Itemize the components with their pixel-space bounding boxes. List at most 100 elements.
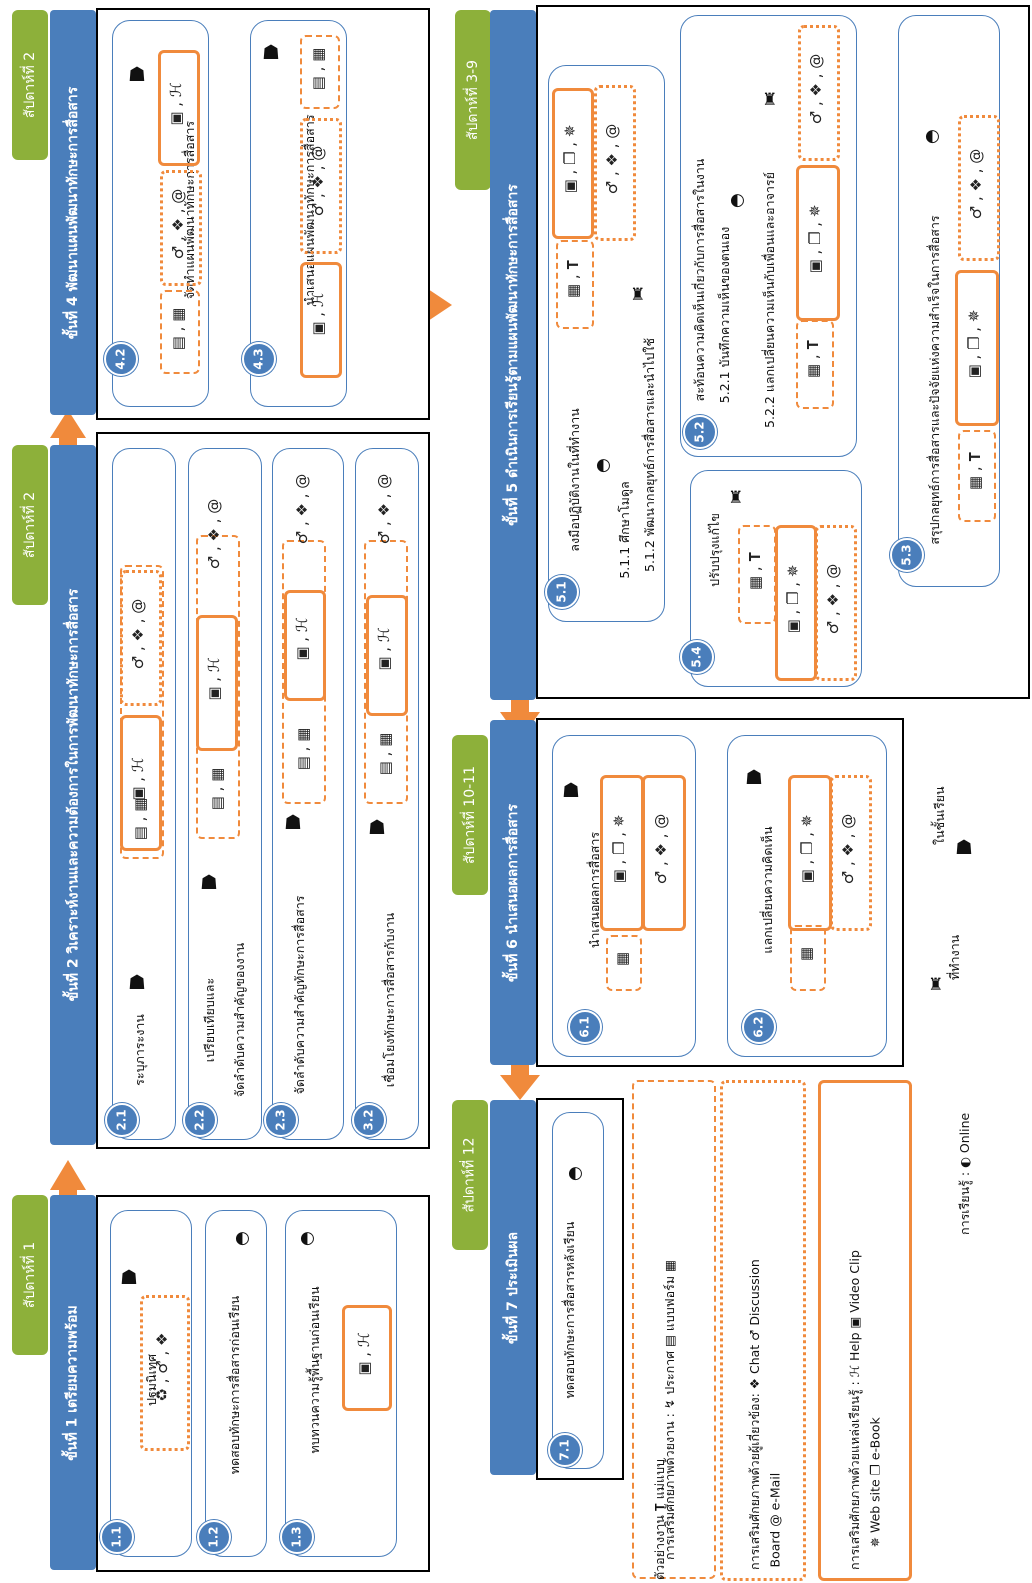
step-4-bar: ขั้นที่ 4 พัฒนาแผนพัฒนาทักษะการสื่อสาร: [50, 10, 96, 415]
badge-2-1: 2.1: [105, 1103, 139, 1137]
card-5-1: [548, 65, 665, 622]
legend-resource-text-b: ✵ Web site ❐ e-Book: [867, 1417, 883, 1548]
badge-1-1-text: 1.1: [109, 1526, 124, 1548]
card-1-3: [285, 1210, 397, 1557]
step-5-title: ขั้นที่ 5 ดำเนินการเรียนรู้ตามแผนพัฒนาทั…: [505, 184, 522, 526]
icons-4-2-docs: ▤ , ▦: [169, 307, 187, 351]
text-5-4: ปรับปรุงแก้ไข: [707, 513, 722, 587]
badge-1-3: 1.3: [280, 1520, 314, 1554]
icons-5-1-web: ▣ , ❐ , ✵: [561, 124, 579, 194]
badge-4-2: 4.2: [104, 342, 138, 376]
badge-5-2: 5.2: [683, 415, 717, 449]
icons-5-2-doc: ▦ , 𝐓: [804, 339, 822, 379]
icons-5-4-doc: ▦ , 𝐓: [746, 551, 764, 591]
badge-5-3-text: 5.3: [899, 544, 914, 566]
week-label-2b-text: สัปดาห์ที่ 2: [22, 51, 39, 119]
classroom-icon-6-2: ☗: [745, 765, 763, 789]
step-7-title: ขั้นที่ 7 ประเมินผล: [505, 1231, 521, 1344]
badge-1-1: 1.1: [100, 1520, 134, 1554]
text-5-1-1: 5.1.1 ศึกษาโมดูล: [617, 481, 632, 579]
arrow-step6-to-step7: [500, 1055, 540, 1100]
classroom-icon-4-3: ☗: [262, 40, 280, 64]
week-label-10-11: สัปดาห์ที่ 10-11: [452, 735, 488, 895]
online-icon-7-1: ◐: [568, 1163, 583, 1183]
week-label-3-9-text: สัปดาห์ที่ 3-9: [465, 59, 482, 141]
text-6-2: แลกเปลี่ยนความคิดเห็น: [760, 826, 775, 954]
icons-6-2-web: ▣ , ❐ , ✵: [798, 814, 816, 884]
legend-resource-box: [818, 1080, 912, 1581]
badge-2-2: 2.2: [183, 1103, 217, 1137]
card-4-3: [250, 20, 347, 407]
badge-3-2-text: 3.2: [361, 1109, 376, 1131]
text-5-1: ลงมือปฏิบัติงานในที่ทำงาน: [567, 408, 582, 552]
work-icon-5-4: ♜: [728, 488, 744, 508]
text-2-2b: จัดลำดับความสำคัญของงาน: [232, 942, 247, 1098]
icons-5-4-web: ▣ , ❐ , ✵: [784, 564, 802, 634]
week-label-1-text: สัปดาห์ที่ 1: [22, 1241, 39, 1309]
icons-2-3-video-box: [284, 590, 326, 701]
legend-people-text: การเสริมศักยภาพด้วยผู้เกี่ยวข้อง: ❖ Chat…: [747, 1259, 762, 1570]
icons-2-3-video: ▣ , ℋ: [293, 617, 311, 661]
icons-5-1-collab: ♂ , ❖ , @: [603, 123, 621, 195]
icons-6-1-collab-box: [642, 775, 686, 931]
text-2-1: ระบุภาระงาน: [132, 1014, 147, 1086]
week-label-2b: สัปดาห์ที่ 2: [12, 10, 48, 160]
card-1-1: [110, 1210, 192, 1557]
icons-6-2-doc: ▦: [797, 946, 815, 962]
legend-people-text-b: Board @ e-Mail: [767, 1472, 783, 1568]
icons-5-1-web-box: [552, 88, 594, 239]
online-icon-1-3: ◐: [300, 1228, 315, 1248]
text-5-2: สะท้อนความคิดเห็นเกี่ยวกับการสื่อสารในงา…: [692, 158, 707, 402]
icons-5-3-web-box: [955, 270, 999, 426]
card-6-2: [727, 735, 887, 1057]
badge-5-1: 5.1: [545, 575, 579, 609]
icons-4-3-docs-box: [300, 35, 340, 109]
icons-1-1-box: [140, 1295, 190, 1451]
badge-4-2-text: 4.2: [113, 348, 128, 370]
icons-4-2-video: ▣ , ℋ: [167, 82, 185, 126]
icons-5-4-collab: ♂ , ❖ , @: [824, 563, 842, 635]
badge-7-1-text: 7.1: [557, 1439, 572, 1461]
classroom-icon-2-1: ☗: [128, 970, 146, 994]
text-5-1-2: 5.1.2 พัฒนากลยุทธ์การสื่อสารและนำไปใช้: [642, 338, 657, 572]
icons-5-3-collab-box: [958, 115, 1000, 261]
badge-5-4: 5.4: [680, 640, 714, 674]
icons-3-2-collab: ♂ , ❖ , @: [375, 473, 393, 545]
icons-4-3-video: ▣ , ℋ: [309, 292, 327, 336]
icons-2-3-collab: ♂ , ❖ , @: [293, 473, 311, 545]
step-4-title: ขั้นที่ 4 พัฒนาแผนพัฒนาทักษะการสื่อสาร: [65, 86, 81, 339]
icons-6-2-doc-box: [790, 925, 826, 991]
icons-2-3-docs: ▤ , ▦: [294, 727, 312, 771]
badge-5-3: 5.3: [890, 538, 924, 572]
step-1-bar: ขั้นที่ 1 เตรียมความพร้อม: [50, 1195, 96, 1570]
icons-5-3-web: ▣ , ❐ , ✵: [965, 309, 983, 379]
icons-2-2-docs: ▤ , ▦: [208, 767, 226, 811]
icons-6-1-web: ▣ , ❐ , ✵: [610, 814, 628, 884]
icons-6-2-collab-box: [830, 775, 872, 931]
icons-4-3-collab: ♂ , ❖ , @: [309, 145, 327, 217]
icons-1-3: ▣ , ℋ: [355, 1332, 373, 1376]
week-label-12: สัปดาห์ที่ 12: [452, 1100, 488, 1250]
badge-7-1: 7.1: [548, 1433, 582, 1467]
legend-resource-text: การเสริมศักยภาพด้วยแหล่งเรียนรู้ : ℋ Hel…: [847, 1250, 862, 1570]
icons-5-2-collab-box: [798, 25, 840, 161]
arrow-step5-to-step6: [500, 690, 540, 740]
icons-3-2-docs: ▤ , ▦: [376, 732, 394, 776]
icons-4-3-video-box: [300, 262, 342, 378]
card-5-3: [898, 15, 1000, 587]
text-5-2-1: 5.2.1 บันทึกความเห็นของตนเอง: [717, 226, 732, 404]
week-label-2a-text: สัปดาห์ที่ 2: [22, 491, 39, 559]
legend-work-box: [632, 1080, 716, 1579]
text-5-3: สรุปกลยุทธ์การสื่อสารและปัจจัยแห่งความสำ…: [927, 215, 942, 545]
icons-4-2-collab-box: [160, 170, 202, 286]
legend-class-label: ในชั้นเรียน: [932, 786, 947, 845]
online-icon-5-3: ◐: [925, 126, 940, 146]
icons-5-4-collab-box: [815, 525, 857, 681]
classroom-icon-6-1: ☗: [562, 778, 580, 802]
icons-6-1-collab: ♂ , ❖ , @: [652, 813, 670, 885]
icons-2-2-video: ▣ , ℋ: [205, 657, 223, 701]
icons-4-3-collab-box: [300, 118, 342, 254]
legend-work-text-b: ตัวอย่างงาน 𝐓 แม่แบบ: [652, 1459, 667, 1580]
icons-5-3-doc: ▦ , 𝐓: [966, 451, 984, 491]
badge-2-2-text: 2.2: [192, 1109, 207, 1131]
